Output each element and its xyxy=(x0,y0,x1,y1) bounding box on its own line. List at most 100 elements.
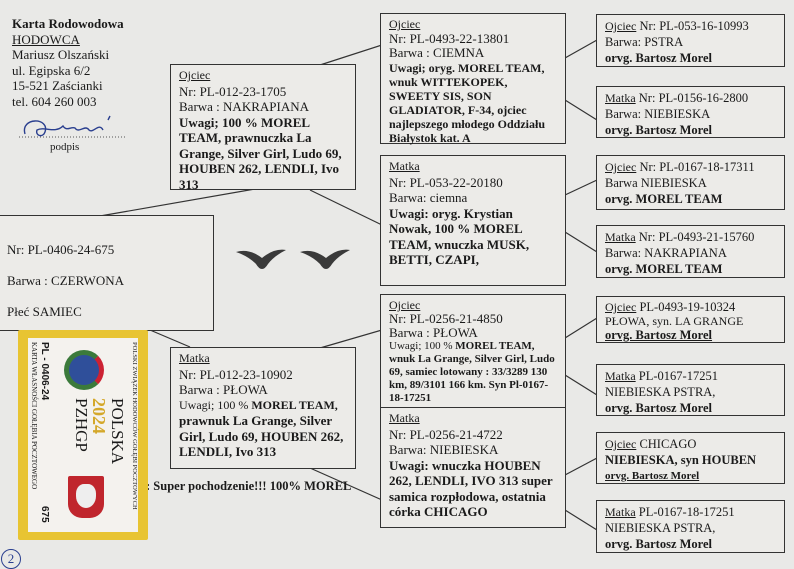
gen3-label: Ojciec xyxy=(605,160,637,174)
card-year: 2024 xyxy=(89,398,109,434)
eagle-emblem-icon xyxy=(68,476,104,518)
gen3-color: Barwa: NIEBIESKA xyxy=(605,107,711,121)
card-caption: KARTA WŁASNOŚCI GOŁĘBIA POCZTOWEGO xyxy=(30,342,38,490)
gen3-label: Matka xyxy=(605,230,636,244)
mother-notes-prefix: Uwagi; 100 % xyxy=(179,397,252,412)
ownership-card: POLSKI ZWIĄZEK HODOWCÓW GOŁĘBI POCZTOWYC… xyxy=(18,330,148,540)
gen3-color: Barwa: NAKRAPIANA xyxy=(605,246,727,260)
gen2-color: Barwa: NIEBIESKA xyxy=(389,442,499,457)
gen2-nr: Nr: PL-0256-21-4722 xyxy=(389,426,503,442)
father-box: Ojciec Nr: PL-012-23-1705 Barwa : NAKRAP… xyxy=(170,64,356,192)
father-color: Barwa : NAKRAPIANA xyxy=(179,99,309,114)
gen3-origin: orvg. MOREL TEAM xyxy=(605,192,723,206)
gen3-color: Barwa NIEBIESKA xyxy=(605,176,707,190)
gen3-color: NIEBIESKA PSTRA, xyxy=(605,521,716,535)
gen3-nr: Nr: PL-053-16-10993 xyxy=(636,19,749,33)
mother-label: Matka xyxy=(179,351,210,365)
father-nr: Nr: PL-012-23-1705 xyxy=(179,83,287,99)
mother-notes-bold: MOREL TEAM, xyxy=(251,397,338,412)
gen2-notes: Uwagi; oryg. MOREL TEAM, wnuk WITTEKOPEK… xyxy=(389,60,546,145)
gen3-origin: orvg. Bartosz Morel xyxy=(605,401,713,415)
gen2-notes: Uwagi: oryg. Krystian Nowak, 100 % MOREL… xyxy=(389,205,530,268)
gen3-origin: orvg. MOREL TEAM xyxy=(605,262,723,276)
gen2-nr: Nr: PL-0256-21-4850 xyxy=(389,311,503,326)
pigeon-icon xyxy=(300,249,350,269)
gen3-label: Matka xyxy=(605,91,636,105)
card-abbr: PZHGP xyxy=(72,398,91,452)
gen2-label: Matka xyxy=(389,411,420,425)
gen2-nr: Nr: PL-0493-22-13801 xyxy=(389,30,510,46)
gen3-box-7: Ojciec CHICAGO NIEBIESKA, syn HOUBEN orvg.… xyxy=(596,432,785,484)
gen2-color: Barwa: ciemna xyxy=(389,190,468,205)
gen2-nr: Nr: PL-053-22-20180 xyxy=(389,174,503,190)
gen3-origin: orvg. Bartosz Morel xyxy=(605,537,713,551)
gen3-color: Barwa: PSTRA xyxy=(605,35,684,49)
gen3-color: NIEBIESKA PSTRA, xyxy=(605,385,716,399)
card-org: POLSKI ZWIĄZEK HODOWCÓW GOŁĘBI POCZTOWYC… xyxy=(131,342,138,510)
gen3-label: Matka xyxy=(605,505,636,519)
gen3-nr: Nr: PL-0493-21-15760 xyxy=(635,230,755,244)
gen2-box-1: Ojciec Nr: PL-0493-22-13801 Barwa : CIEM… xyxy=(380,13,566,145)
breeder-info: Karta Rodowodowa HODOWCA Mariusz Olszańs… xyxy=(12,16,124,109)
mother-nr: Nr: PL-012-23-10902 xyxy=(179,366,293,382)
pigeon-icon xyxy=(236,249,286,269)
document-title: Karta Rodowodowa xyxy=(12,16,124,31)
remark-text: : Super pochodzenie!!! 100% MOREL xyxy=(146,479,352,493)
bird-box: Nr: PL-0406-24-675 Barwa : CZERWONA Płeć… xyxy=(0,215,214,331)
gen3-label: Matka xyxy=(605,369,636,383)
gen3-nr: Nr: PL-0167-18-17311 xyxy=(636,160,755,174)
card-serial: 675 xyxy=(39,506,50,523)
breeder-label: HODOWCA xyxy=(12,31,80,47)
bird-sex: Płeć SAMIEC xyxy=(7,304,82,319)
mother-box: Matka Nr: PL-012-23-10902 Barwa : PŁOWA … xyxy=(170,347,356,469)
gen2-box-2: Matka Nr: PL-053-22-20180 Barwa: ciemna … xyxy=(380,155,566,286)
card-country: POLSKA xyxy=(108,398,127,465)
pzhgp-logo-icon xyxy=(64,350,104,390)
bird-nr: Nr: PL-0406-24-675 xyxy=(7,242,115,257)
gen2-color: Barwa : PŁOWA xyxy=(389,325,478,340)
breeder-city: 15-521 Zaścianki xyxy=(12,78,103,93)
gen3-label: Ojciec xyxy=(605,19,637,33)
gen2-notes-prefix: Uwagi; 100 % xyxy=(389,340,456,352)
gen2-notes: Uwagi: wnuczka HOUBEN 262, LENDLI, IVO 3… xyxy=(389,457,553,520)
bird-color: Barwa : CZERWONA xyxy=(7,273,124,288)
father-label: Ojciec xyxy=(179,68,211,82)
gen3-label: Ojciec xyxy=(605,300,637,314)
gen2-label: Ojciec xyxy=(389,298,421,312)
breeder-name: Mariusz Olszański xyxy=(12,47,110,62)
page-number: 2 xyxy=(1,549,21,569)
gen3-origin: orvg. Bartosz Morel xyxy=(605,328,713,342)
gen2-label: Matka xyxy=(389,159,420,173)
gen3-color: NIEBIESKA, syn HOUBEN xyxy=(605,453,757,467)
gen2-box-3: Ojciec Nr: PL-0256-21-4850 Barwa : PŁOWA… xyxy=(380,294,566,408)
gen3-origin: orvg. Bartosz Morel xyxy=(605,470,700,482)
card-ring: PL - 0406-24 xyxy=(39,342,50,401)
gen3-nr: PL-0493-19-10324 xyxy=(636,300,736,314)
pigeon-icons xyxy=(236,249,350,269)
gen2-label: Ojciec xyxy=(389,17,421,31)
gen3-nr: Nr: PL-0156-16-2800 xyxy=(635,91,749,105)
signature-label: podpis xyxy=(50,141,80,153)
breeder-phone: tel. 604 260 003 xyxy=(12,93,97,109)
gen2-box-4: Matka Nr: PL-0256-21-4722 Barwa: NIEBIES… xyxy=(380,407,566,528)
gen3-nr: PL-0167-17251 xyxy=(635,369,718,383)
gen3-nr: PL-0167-18-17251 xyxy=(635,505,735,519)
breeder-street: ul. Egipska 6/2 xyxy=(12,62,91,78)
gen3-origin: orvg. Bartosz Morel xyxy=(605,51,713,65)
signature-icon xyxy=(19,115,125,138)
gen3-origin: orvg. Bartosz Morel xyxy=(605,123,713,137)
gen3-nr: CHICAGO xyxy=(636,437,697,451)
mother-color: Barwa : PŁOWA xyxy=(179,382,268,397)
gen3-label: Ojciec xyxy=(605,437,637,451)
gen2-notes: MOREL TEAM, wnuk La Grange, Silver Girl,… xyxy=(389,340,555,404)
gen3-color: PŁOWA, syn. LA GRANGE xyxy=(605,314,744,328)
gen2-color: Barwa : CIEMNA xyxy=(389,45,485,60)
